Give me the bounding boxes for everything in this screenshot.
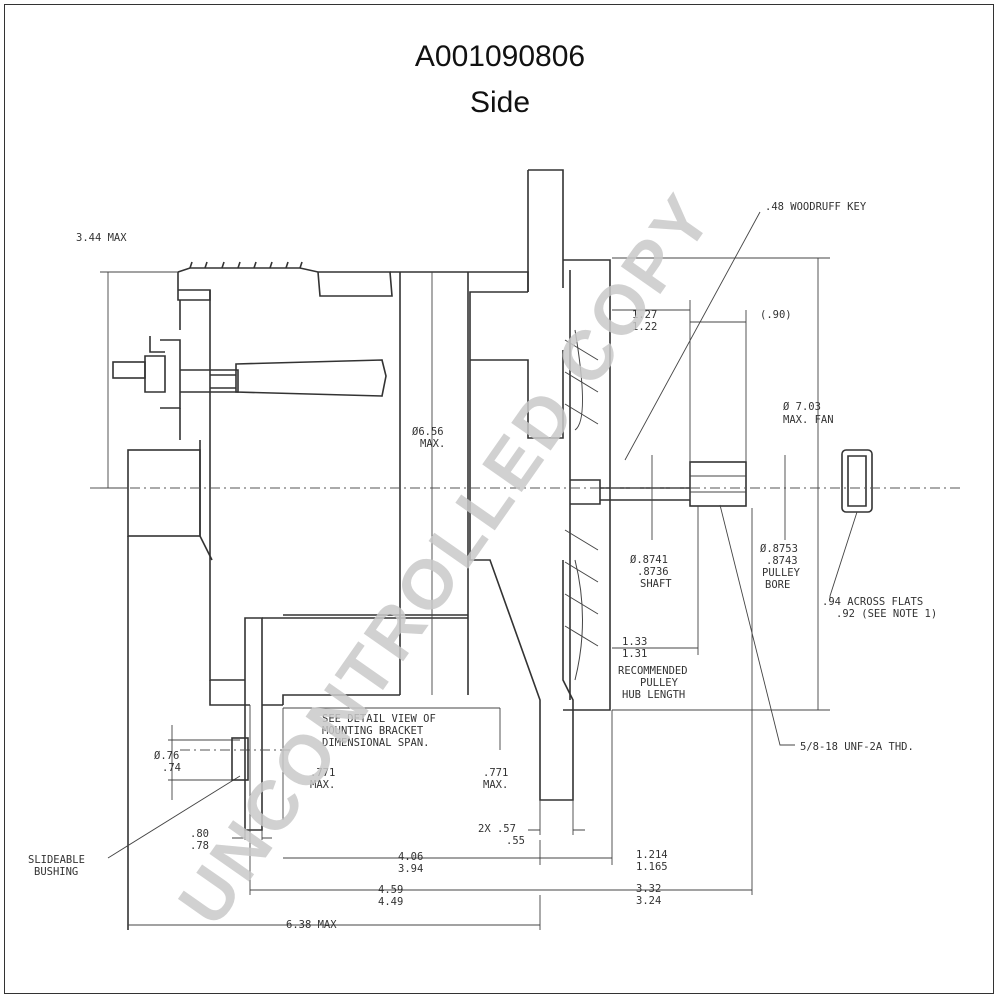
span-min: 3.94 <box>398 863 423 875</box>
slideable-bushing <box>231 737 249 781</box>
two-x-max: 2X .57 <box>478 823 516 835</box>
left-max-label: MAX. <box>310 779 335 791</box>
hub-length-max: 1.33 <box>622 636 647 648</box>
bracket-note-2: MOUNTING BRACKET <box>322 725 424 737</box>
drawing-title: A001090806 <box>414 40 586 73</box>
bushing-dia-min: .74 <box>162 762 181 774</box>
fan-offset-max: 1.27 <box>632 309 657 321</box>
shaft-dia-max: Ø.8741 <box>630 554 668 566</box>
shaft-length-max: 3.32 <box>636 883 661 895</box>
dimension-lines <box>100 211 858 930</box>
dimension-labels: 3.44 MAX .48 WOODRUFF KEY 1.27 1.22 (.90… <box>28 201 937 931</box>
bracket-note-1: SEE DETAIL VIEW OF <box>322 713 436 725</box>
shaft-nut <box>841 449 873 513</box>
bracket-min: 4.49 <box>378 896 403 908</box>
overall-length-label: 6.38 MAX <box>286 919 337 931</box>
bracket-max: 4.59 <box>378 884 403 896</box>
bore-dia-min: .8743 <box>766 555 798 567</box>
hub-length-min: 1.31 <box>622 648 647 660</box>
body-diameter-label: Ø6.56 <box>412 426 444 438</box>
flats-label-2: .92 (SEE NOTE 1) <box>836 608 937 620</box>
bushing-dia-max: Ø.76 <box>154 750 179 762</box>
rear-housing <box>127 169 611 930</box>
shaft <box>570 461 747 507</box>
shaft-dia-min: .8736 <box>637 566 669 578</box>
hub-label-3: HUB LENGTH <box>622 689 685 701</box>
drawing-subtitle: Side <box>469 86 531 119</box>
bore-label-1: PULLEY <box>762 567 801 579</box>
hub-label-2: PULLEY <box>640 677 679 689</box>
body-diameter-note: MAX. <box>420 438 445 450</box>
fan-diameter-label: Ø 7.03 <box>783 401 821 413</box>
right-max-label: MAX. <box>483 779 508 791</box>
bushing-label-1: SLIDEABLE <box>28 854 85 866</box>
front-min: 1.165 <box>636 861 668 873</box>
flats-label-1: .94 ACROSS FLATS <box>822 596 923 608</box>
shaft-label: SHAFT <box>640 578 672 590</box>
fan-offset-min: 1.22 <box>632 321 657 333</box>
left-max-value: .771 <box>310 767 335 779</box>
battery-terminal <box>112 336 239 409</box>
drawing-frame <box>4 4 994 994</box>
right-max-value: .771 <box>483 767 508 779</box>
bore-dia-max: Ø.8753 <box>760 543 798 555</box>
thread-label: 5/8-18 UNF-2A THD. <box>800 741 914 753</box>
overall-height-label: 3.44 MAX <box>76 232 127 244</box>
bushing-width-min: .78 <box>190 840 209 852</box>
shaft-length-min: 3.24 <box>636 895 661 907</box>
woodruff-key-label: .48 WOODRUFF KEY <box>765 201 867 213</box>
capacitor <box>210 359 387 397</box>
bushing-label-2: BUSHING <box>34 866 78 878</box>
hub-label-1: RECOMMENDED <box>618 665 688 677</box>
two-x-min: .55 <box>506 835 525 847</box>
fan-offset-ref: (.90) <box>760 309 792 321</box>
front-max: 1.214 <box>636 849 668 861</box>
bore-label-2: BORE <box>765 579 790 591</box>
bushing-width-max: .80 <box>190 828 209 840</box>
fan-diameter-note: MAX. FAN <box>783 414 834 426</box>
span-max: 4.06 <box>398 851 423 863</box>
bracket-note-3: DIMENSIONAL SPAN. <box>322 737 429 749</box>
